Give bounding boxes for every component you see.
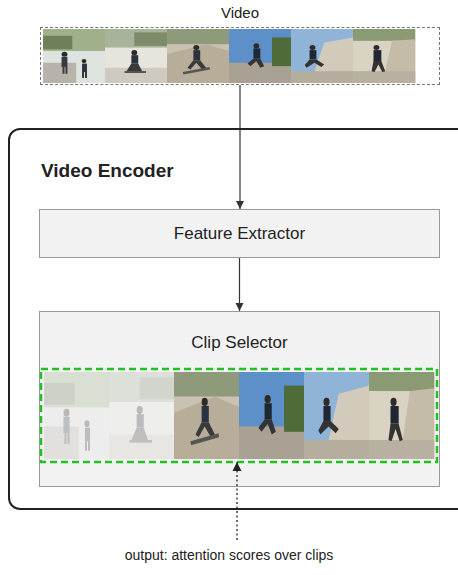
frame-strip (38, 366, 440, 465)
frame-strip (37, 23, 421, 89)
video-frame (239, 372, 305, 459)
video-frame (105, 29, 168, 83)
video-frame (174, 372, 240, 459)
encoder-box: Video EncoderFeature ExtractorClip Selec… (8, 128, 458, 510)
node-label: Video (41, 4, 439, 21)
output-note: output: attention scores over clips (0, 547, 458, 563)
video-frame (229, 29, 292, 83)
video-frame (44, 372, 110, 459)
video-frame (109, 372, 175, 459)
flow-arrow (239, 85, 240, 209)
flow-arrow (239, 258, 240, 311)
node-label: Video Encoder (41, 160, 174, 182)
video-frame (369, 372, 435, 459)
process-box: Clip Selector (39, 311, 440, 487)
video-frame (291, 29, 354, 83)
video-frame (353, 29, 416, 83)
video-strip: Video (40, 27, 440, 85)
node-label: Feature Extractor (174, 224, 305, 244)
process-box: Feature Extractor (39, 209, 440, 258)
video-frame (167, 29, 230, 83)
video-frame (304, 372, 370, 459)
video-frame (43, 29, 106, 83)
node-label: Clip Selector (191, 333, 287, 353)
selection-outline (41, 369, 437, 462)
output-leader (236, 462, 237, 540)
